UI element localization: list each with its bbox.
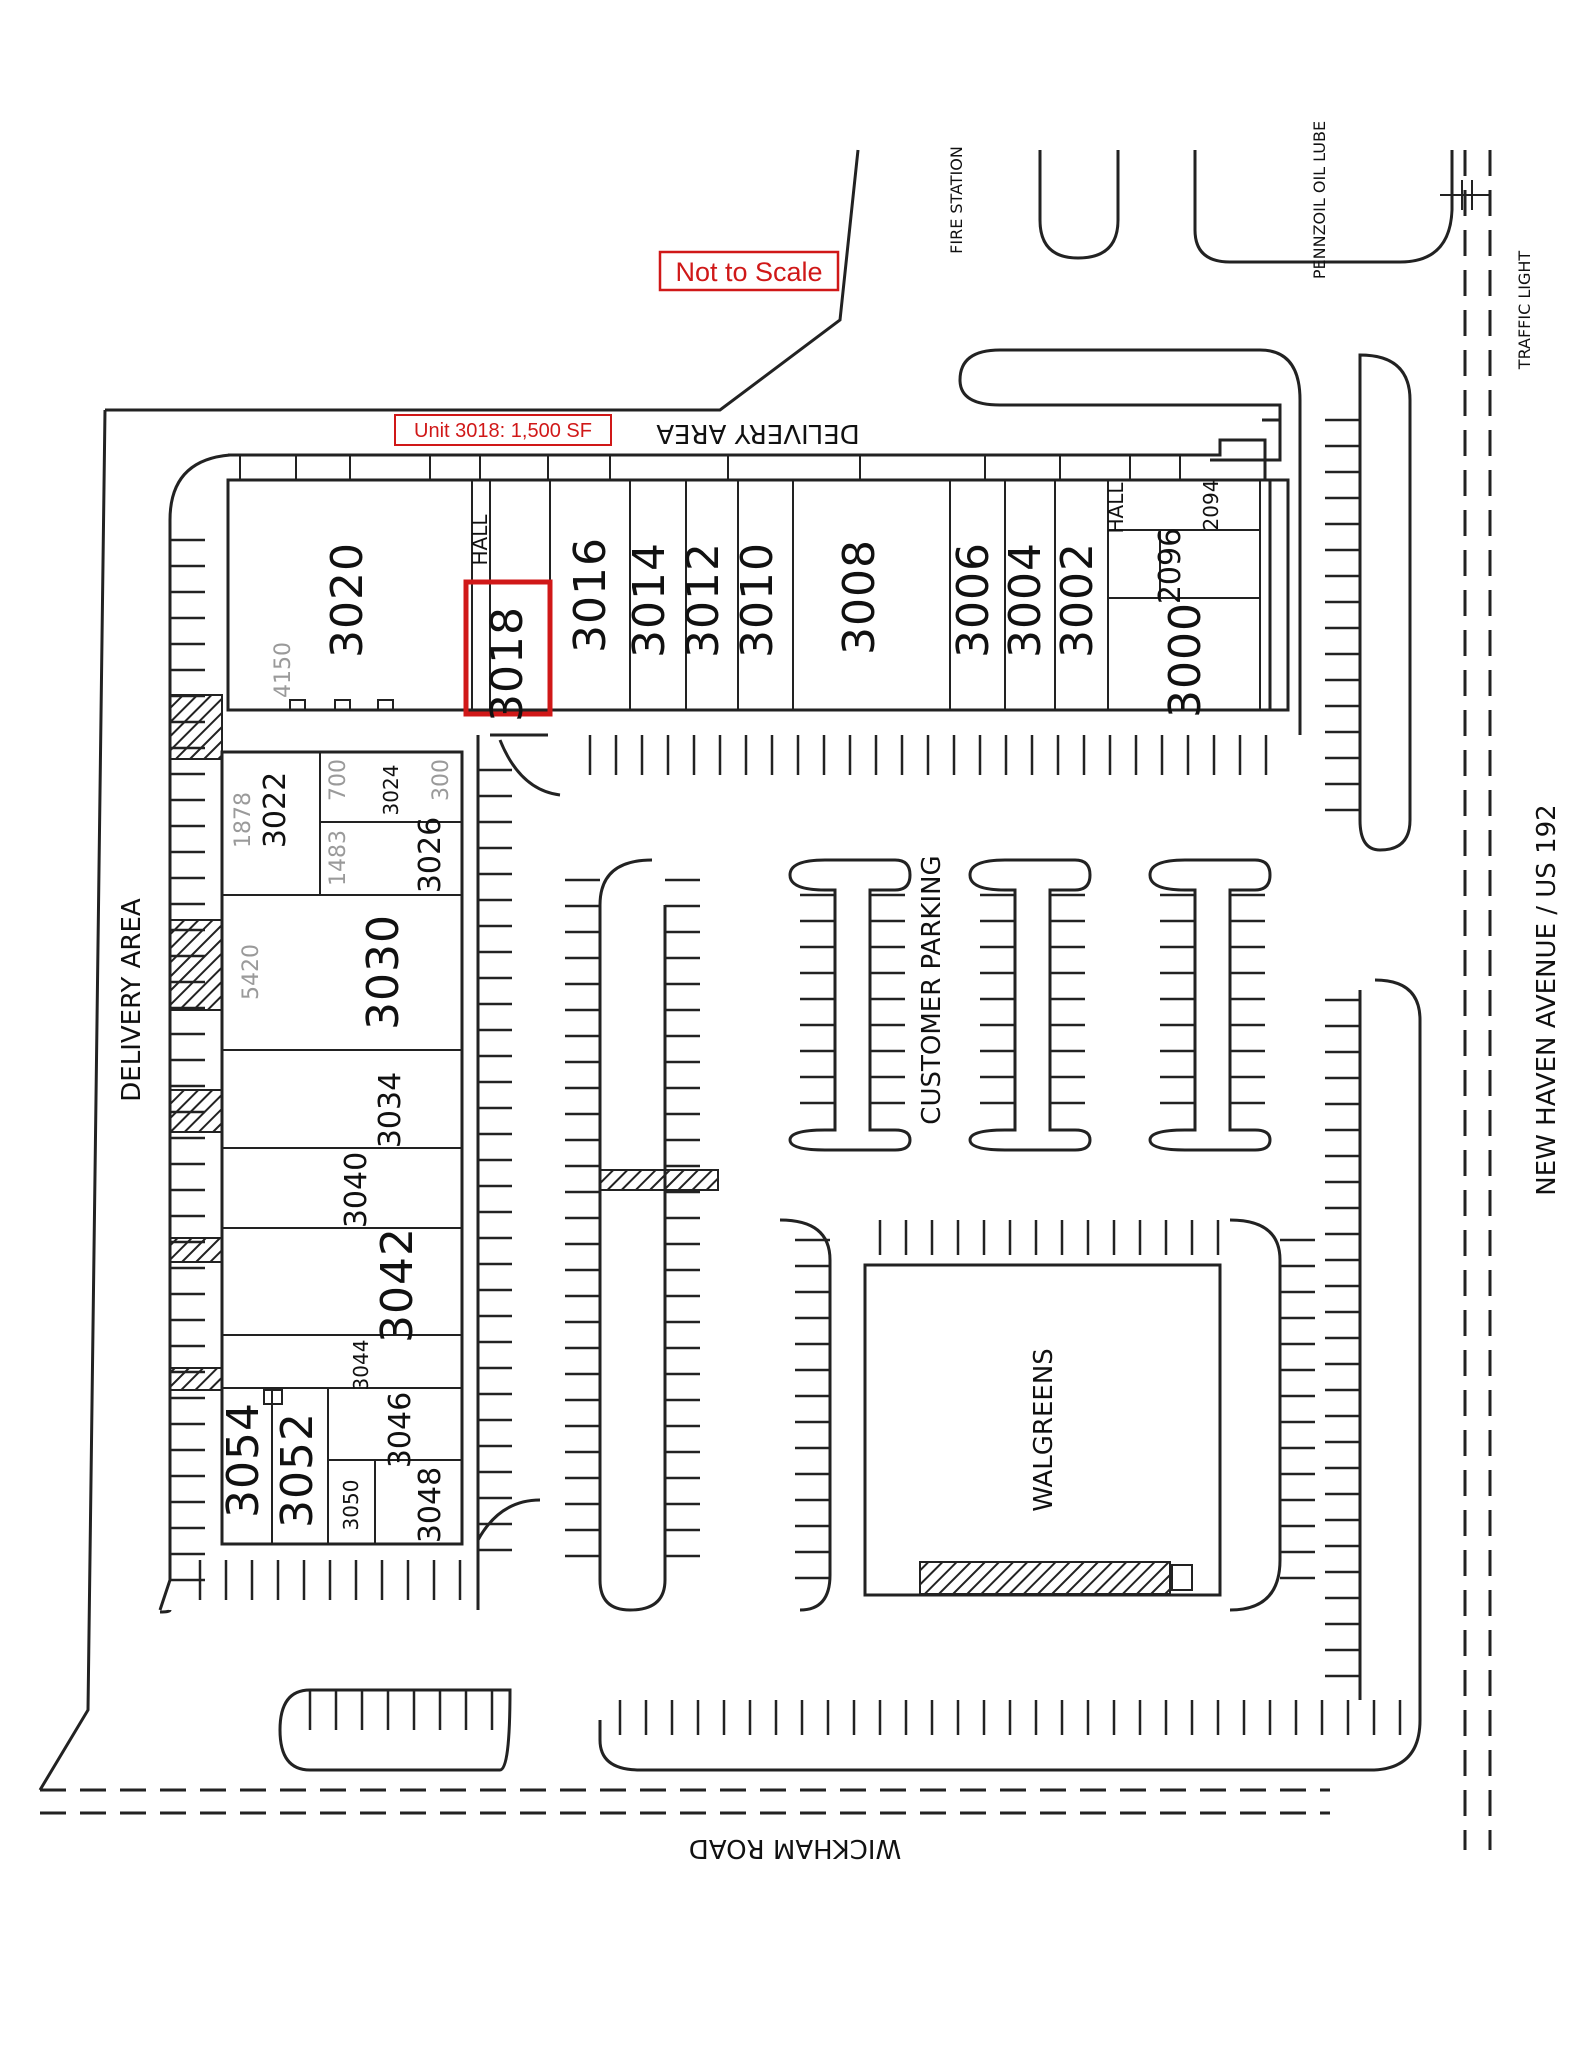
top-delivery-area-label: DELIVERY AREA [656, 418, 860, 448]
size-3024: 700 [326, 759, 351, 801]
west-building [220, 750, 464, 1546]
size-3020: 4150 [271, 642, 296, 698]
walgreens-building: WALGREENS [863, 1263, 1222, 1597]
site-boundary [38, 149, 1492, 1850]
hall-marker-b: HALL [1104, 482, 1128, 534]
unit-3054: 3054 [218, 1402, 269, 1518]
unit-3004: 3004 [1000, 542, 1051, 658]
unit-3046: 3046 [383, 1392, 418, 1468]
unit-3006: 3006 [948, 542, 999, 658]
unit-2096: 2096 [1153, 528, 1188, 604]
not-to-scale-callout: Not to Scale [658, 250, 840, 292]
size-3026: 1483 [326, 830, 351, 886]
unit-2094: 2094 [1199, 480, 1223, 531]
unit-size-text: Unit 3018: 1,500 SF [414, 420, 592, 442]
unit-3024: 3024 [379, 765, 403, 816]
loading-zones [169, 694, 1171, 1595]
west-unit-labels: 3022 1878 3024 700 3026 1483 300 3030 54… [218, 759, 454, 1543]
new-haven-avenue-label: NEW HAVEN AVENUE / US 192 [1532, 804, 1562, 1195]
fire-station-label: FIRE STATION [947, 146, 966, 254]
unit-3040: 3040 [339, 1152, 374, 1228]
unit-3018-highlight[interactable]: 3018 [463, 579, 553, 722]
size-3026b: 300 [429, 759, 454, 801]
unit-3000: 3000 [1160, 602, 1211, 718]
unit-3044: 3044 [349, 1340, 373, 1391]
pennzoil-label: PENNZOIL OIL LUBE [1310, 121, 1329, 279]
unit-3016: 3016 [565, 537, 616, 653]
wickham-road-label: WICKHAM ROAD [689, 1833, 902, 1863]
hall-marker-a: HALL [468, 514, 492, 566]
unit-size-callout[interactable]: Unit 3018: 1,500 SF [394, 414, 612, 446]
north-unit-labels: 3020 4150 3016 3014 3012 3010 3008 3006 … [271, 480, 1223, 718]
not-to-scale-text: Not to Scale [675, 257, 822, 287]
north-building [226, 418, 1290, 712]
left-delivery-area-label: DELIVERY AREA [117, 898, 147, 1102]
unit-3022: 3022 [258, 772, 293, 848]
unit-3050: 3050 [339, 1480, 363, 1531]
customer-parking-label: CUSTOMER PARKING [917, 855, 947, 1124]
unit-3018: 3018 [482, 606, 533, 722]
unit-3014: 3014 [624, 542, 675, 658]
unit-3002: 3002 [1052, 542, 1103, 658]
size-3030: 5420 [239, 944, 264, 1000]
unit-3052: 3052 [272, 1412, 323, 1528]
size-3022: 1878 [231, 792, 256, 848]
area-labels: DELIVERY AREA DELIVERY AREA CUSTOMER PAR… [117, 121, 1562, 1863]
traffic-light-icon [1440, 180, 1490, 210]
north-parcels [1038, 150, 1454, 264]
unit-3026: 3026 [413, 817, 448, 893]
parking-layout [158, 348, 1422, 1772]
walgreens-label: WALGREENS [1029, 1348, 1059, 1512]
unit-3042: 3042 [372, 1227, 423, 1343]
unit-3020: 3020 [322, 542, 373, 658]
parking-stalls [170, 418, 1402, 1735]
unit-3010: 3010 [732, 542, 783, 658]
unit-3012: 3012 [678, 542, 729, 658]
unit-3048: 3048 [413, 1467, 448, 1543]
unit-3030: 3030 [358, 914, 409, 1030]
traffic-light-label: TRAFFIC LIGHT [1515, 251, 1534, 371]
unit-3008: 3008 [834, 539, 885, 655]
unit-3034: 3034 [373, 1072, 408, 1148]
